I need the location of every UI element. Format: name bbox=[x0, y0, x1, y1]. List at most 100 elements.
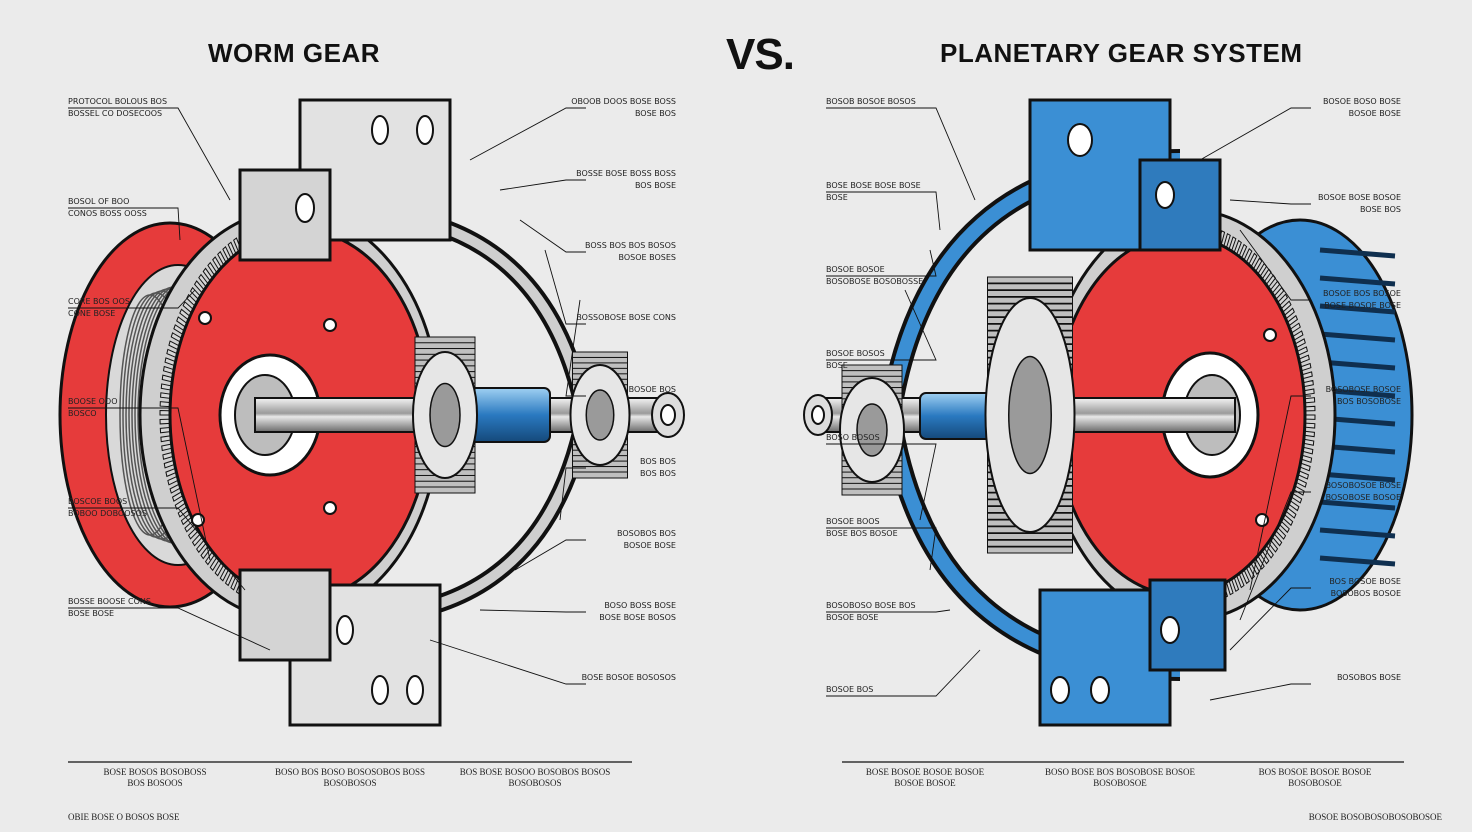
worm-right-leader-line bbox=[559, 467, 586, 521]
worm-right-leader-line bbox=[499, 179, 586, 191]
worm-left-leader-line bbox=[68, 107, 231, 201]
worm-left-callout-label: BOSOL OF BOO bbox=[68, 197, 129, 206]
worm-right-callout-label: BOSO BOSS BOSE bbox=[604, 601, 676, 610]
worm-footnote: OBIE BOSE O BOSOS BOSE bbox=[68, 812, 180, 822]
plan-right-leader-line bbox=[1249, 395, 1311, 591]
footer-caption: BOSE BOSOE BOSOE BOSOE bbox=[866, 767, 985, 777]
plan-left-leader-line bbox=[826, 649, 981, 697]
planetary-gear-assembly bbox=[803, 98, 1414, 727]
plan-left-leader-line bbox=[826, 443, 937, 521]
worm-right-callout-label: BOSOE BOS bbox=[629, 385, 676, 394]
worm-top-bracket bbox=[238, 98, 452, 262]
worm-right-callout-label: BOS BOS bbox=[640, 469, 676, 478]
planetary-top-bracket bbox=[1028, 98, 1222, 252]
plan-left-callout-label: BOSOE BOOS bbox=[826, 517, 880, 526]
plan-left-callout-label: BOSOE BOSOS bbox=[826, 349, 885, 358]
worm-pinion-gear bbox=[569, 351, 631, 479]
plan-left-leader-line bbox=[826, 249, 937, 277]
worm-left-callout-label: BOBOO DOBOOSOS bbox=[68, 509, 147, 518]
worm-left-leader-line bbox=[68, 507, 246, 591]
versus-title: VS. bbox=[726, 30, 795, 79]
worm-right-callout-label: BOSS BOS BOS BOSOS bbox=[585, 241, 676, 250]
plan-left-callout-label: BOSOBOSE BOSOBOSSE bbox=[826, 277, 923, 286]
worm-right-leader-line bbox=[514, 539, 586, 571]
worm-right-callout-label: BOSOE BOSES bbox=[619, 253, 676, 262]
plan-right-callout-label: BOSOE BOSO BOSE bbox=[1323, 97, 1401, 106]
worm-left-callout-label: PROTOCOL BOLOUS BOS bbox=[68, 97, 167, 106]
plan-right-leader-line bbox=[1229, 587, 1311, 651]
worm-right-callout-label: BOS BOSE bbox=[635, 181, 676, 190]
planetary-large-gear bbox=[984, 276, 1076, 554]
worm-right-leader-line bbox=[469, 107, 586, 161]
footer-caption: BOS BOSOE BOSOE BOSOE bbox=[1259, 767, 1372, 777]
plan-right-leader-line bbox=[1229, 199, 1311, 205]
worm-right-callout-label: BOSOBOS BOS bbox=[617, 529, 676, 538]
plan-left-callout-label: BOSOE BOSE bbox=[826, 613, 878, 622]
plan-right-callout-label: BOSOE BOS BOSOE bbox=[1323, 289, 1401, 298]
footer-caption: BOSOBOSOS bbox=[508, 778, 561, 788]
footer-caption: BOSOE BOSOE bbox=[894, 778, 956, 788]
plan-right-callout-label: BOSOBOSOE BOSE bbox=[1326, 481, 1401, 490]
worm-left-callout-label: BOSSEL CO DOSECOOS bbox=[68, 109, 162, 118]
footer-caption: BOS BOSOOS bbox=[127, 778, 182, 788]
worm-left-leader-line bbox=[68, 607, 271, 651]
planetary-footnote: BOSOE BOSOBOSOBOSOBOSOE bbox=[1309, 812, 1443, 822]
worm-bottom-bracket bbox=[238, 568, 442, 727]
worm-gear-title: WORM GEAR bbox=[208, 38, 381, 68]
footer-caption: BOSOBOSOE bbox=[1093, 778, 1147, 788]
plan-left-callout-label: BOSE bbox=[826, 193, 848, 202]
plan-right-callout-label: BOSOBOS BOSOE bbox=[1331, 589, 1401, 598]
footer-caption: BOSO BOSE BOS BOSOBOSE BOSOE bbox=[1045, 767, 1196, 777]
worm-right-callout-label: BOSE BOS bbox=[635, 109, 676, 118]
plan-right-callout-label: BOSOBOSE BOSOE bbox=[1326, 385, 1401, 394]
worm-left-callout-label: CORE BOS OOS bbox=[68, 297, 130, 306]
worm-right-callout-label: OBOOB DOOS BOSE BOSS bbox=[571, 97, 676, 106]
worm-right-leader-line bbox=[544, 249, 586, 325]
worm-left-callout-label: BOSCO bbox=[68, 409, 97, 418]
plan-right-callout-label: BOSOBOS BOSE bbox=[1337, 673, 1401, 682]
planetary-gear-title: PLANETARY GEAR SYSTEM bbox=[940, 38, 1303, 68]
plan-right-leader-line bbox=[1209, 683, 1311, 701]
plan-left-callout-label: BOSOE BOSOE bbox=[826, 265, 885, 274]
plan-right-leader-line bbox=[1199, 107, 1311, 161]
worm-small-gear bbox=[412, 336, 478, 494]
plan-right-callout-label: BOS BOSOE BOSE bbox=[1329, 577, 1401, 586]
footer-caption: BOSOBOSOE bbox=[1288, 778, 1342, 788]
worm-right-callout-label: BOSSOBOSE BOSE CONS bbox=[576, 313, 676, 322]
worm-left-callout-label: CONOS BOSS OOSS bbox=[68, 209, 147, 218]
worm-left-leader-line bbox=[68, 407, 211, 561]
worm-left-callout-label: BOOSE OOO bbox=[68, 397, 118, 406]
worm-right-leader-line bbox=[565, 299, 586, 397]
plan-right-callout-label: BOSE BOS bbox=[1360, 205, 1401, 214]
plan-left-callout-label: BOSOB BOSOE BOSOS bbox=[826, 97, 916, 106]
plan-left-callout-label: BOSE bbox=[826, 361, 848, 370]
plan-left-callout-label: BOSOBOSO BOSE BOS bbox=[826, 601, 916, 610]
footer-caption: BOSOBOSOS bbox=[323, 778, 376, 788]
worm-right-callout-label: BOSE BOSOE BOSOSOS bbox=[582, 673, 676, 682]
plan-left-callout-label: BOSOE BOS bbox=[826, 685, 873, 694]
worm-left-callout-label: BOSE BOSE bbox=[68, 609, 114, 618]
plan-left-callout-label: BOSE BOS BOSOE bbox=[826, 529, 898, 538]
worm-gear-assembly bbox=[58, 98, 685, 727]
worm-left-callout-label: BOSCOE BOOS bbox=[68, 497, 127, 506]
footer-caption: BOS BOSE BOSOO BOSOBOS BOSOS bbox=[460, 767, 611, 777]
worm-left-leader-line bbox=[68, 289, 196, 309]
footer-caption: BOSE BOSOS BOSOBOSS bbox=[103, 767, 206, 777]
plan-left-leader-line bbox=[826, 191, 941, 231]
worm-right-callout-label: BOSOE BOSE bbox=[624, 541, 676, 550]
worm-left-leader-line bbox=[68, 207, 181, 241]
plan-left-callout-label: BOSO BOSOS bbox=[826, 433, 880, 442]
planetary-sun-gear bbox=[839, 364, 905, 496]
plan-left-callout-label: BOSE BOSE BOSE BOSE bbox=[826, 181, 921, 190]
plan-right-callout-label: BOSOBOSE BOSOE bbox=[1326, 493, 1401, 502]
plan-left-leader-line bbox=[826, 527, 937, 571]
worm-right-leader-line bbox=[479, 609, 586, 613]
plan-left-leader-line bbox=[826, 609, 951, 613]
plan-right-leader-line bbox=[1239, 229, 1311, 301]
leader-lines bbox=[68, 107, 1311, 701]
plan-right-callout-label: BOSOE BOSE bbox=[1349, 109, 1401, 118]
callout-labels: PROTOCOL BOLOUS BOS BOSSEL CO DOSECOOS BOS… bbox=[68, 97, 1401, 694]
worm-right-callout-label: BOSSE BOSE BOSS BOSS bbox=[576, 169, 676, 178]
